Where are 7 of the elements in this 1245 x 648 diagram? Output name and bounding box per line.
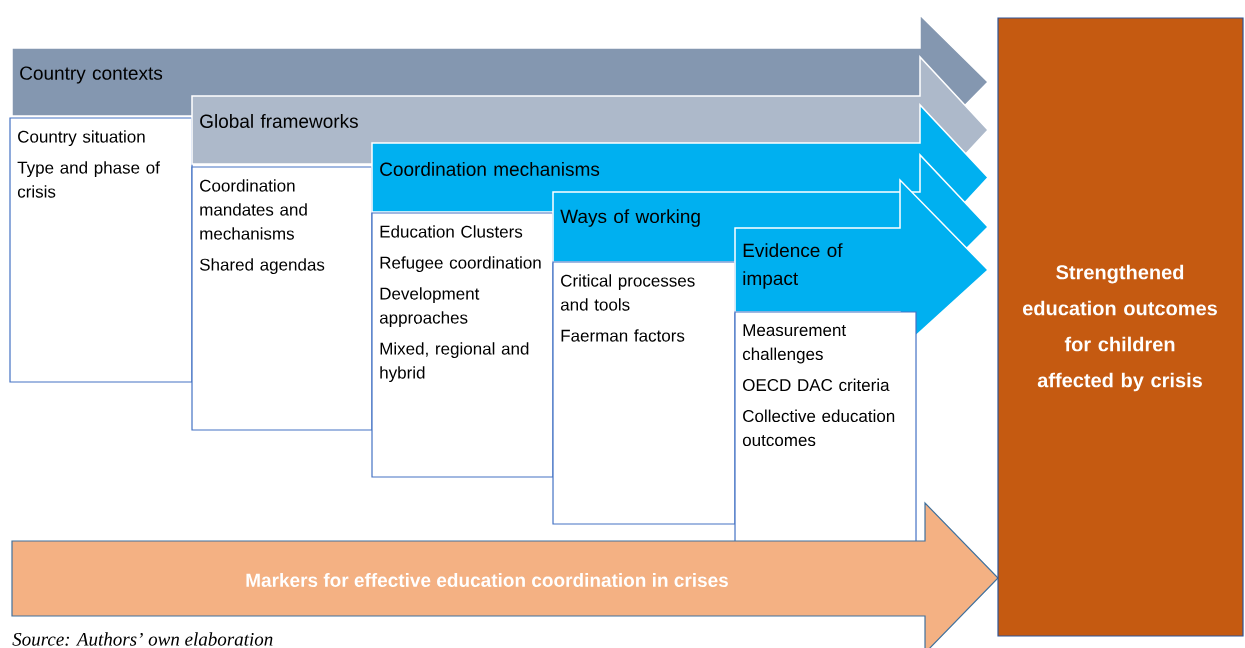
text-box: Education Clusters Refugee coordination Development approaches Mixed, regional and hybrid [371,212,554,478]
caption: Source: Authors’ own elaboration [12,632,273,646]
outcome-box: Strengthened education outcomes for children affected by crisis [997,17,1244,637]
text-box: Critical processes and tools Faerman factors [552,261,736,525]
text-box: Measurement challenges OECD DAC criteria Collective education outcomes [734,311,917,546]
text-box: Country situation Type and phase of crisis [9,117,193,383]
text-box: Coordination mandates and mechanisms Shared agendas [191,166,373,431]
